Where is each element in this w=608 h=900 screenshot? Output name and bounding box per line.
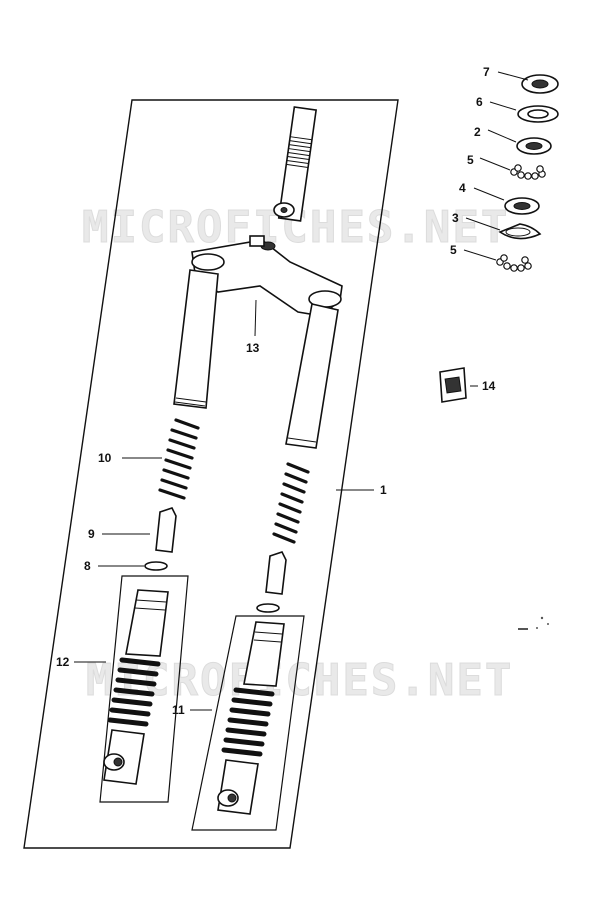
upper-bearing-balls [510, 164, 546, 180]
right-spring [272, 462, 310, 544]
callout-5-upper: 5 [467, 153, 474, 167]
callout-10: 10 [98, 451, 112, 465]
lower-race [504, 197, 540, 215]
callout-3: 3 [452, 211, 459, 225]
callout-6: 6 [476, 95, 483, 109]
right-slider-box [191, 615, 305, 831]
callout-12: 12 [56, 655, 70, 669]
left-lower-slider [103, 589, 169, 785]
dust-seal-race [498, 223, 542, 240]
callout-9: 9 [88, 527, 95, 541]
scan-specks [518, 616, 549, 630]
right-fork-tube [285, 303, 339, 449]
left-spring [158, 418, 200, 500]
locknut [521, 74, 559, 94]
right-damper-rod [265, 551, 287, 595]
callout-2: 2 [474, 125, 481, 139]
left-slider-box [99, 575, 189, 803]
left-damper-rod [155, 507, 177, 553]
lower-bearing-balls [496, 254, 532, 272]
leader-lines [74, 71, 529, 711]
lower-bracket [191, 235, 343, 317]
right-lower-slider [217, 621, 285, 815]
left-fork-tube [173, 269, 219, 409]
emblem-decal [439, 367, 467, 403]
callout-11: 11 [172, 703, 185, 717]
callout-7: 7 [483, 65, 490, 79]
callout-4: 4 [459, 181, 466, 195]
washer [517, 105, 559, 123]
steering-stem [273, 106, 318, 222]
callout-1: 1 [380, 483, 387, 497]
upper-race [516, 137, 552, 155]
fork-assembly-outline [23, 99, 399, 849]
callout-14: 14 [482, 379, 496, 393]
callout-13: 13 [246, 341, 260, 355]
right-o-ring [256, 603, 280, 613]
callout-5-lower: 5 [450, 243, 457, 257]
left-o-ring [144, 561, 168, 571]
callout-8: 8 [84, 559, 91, 573]
